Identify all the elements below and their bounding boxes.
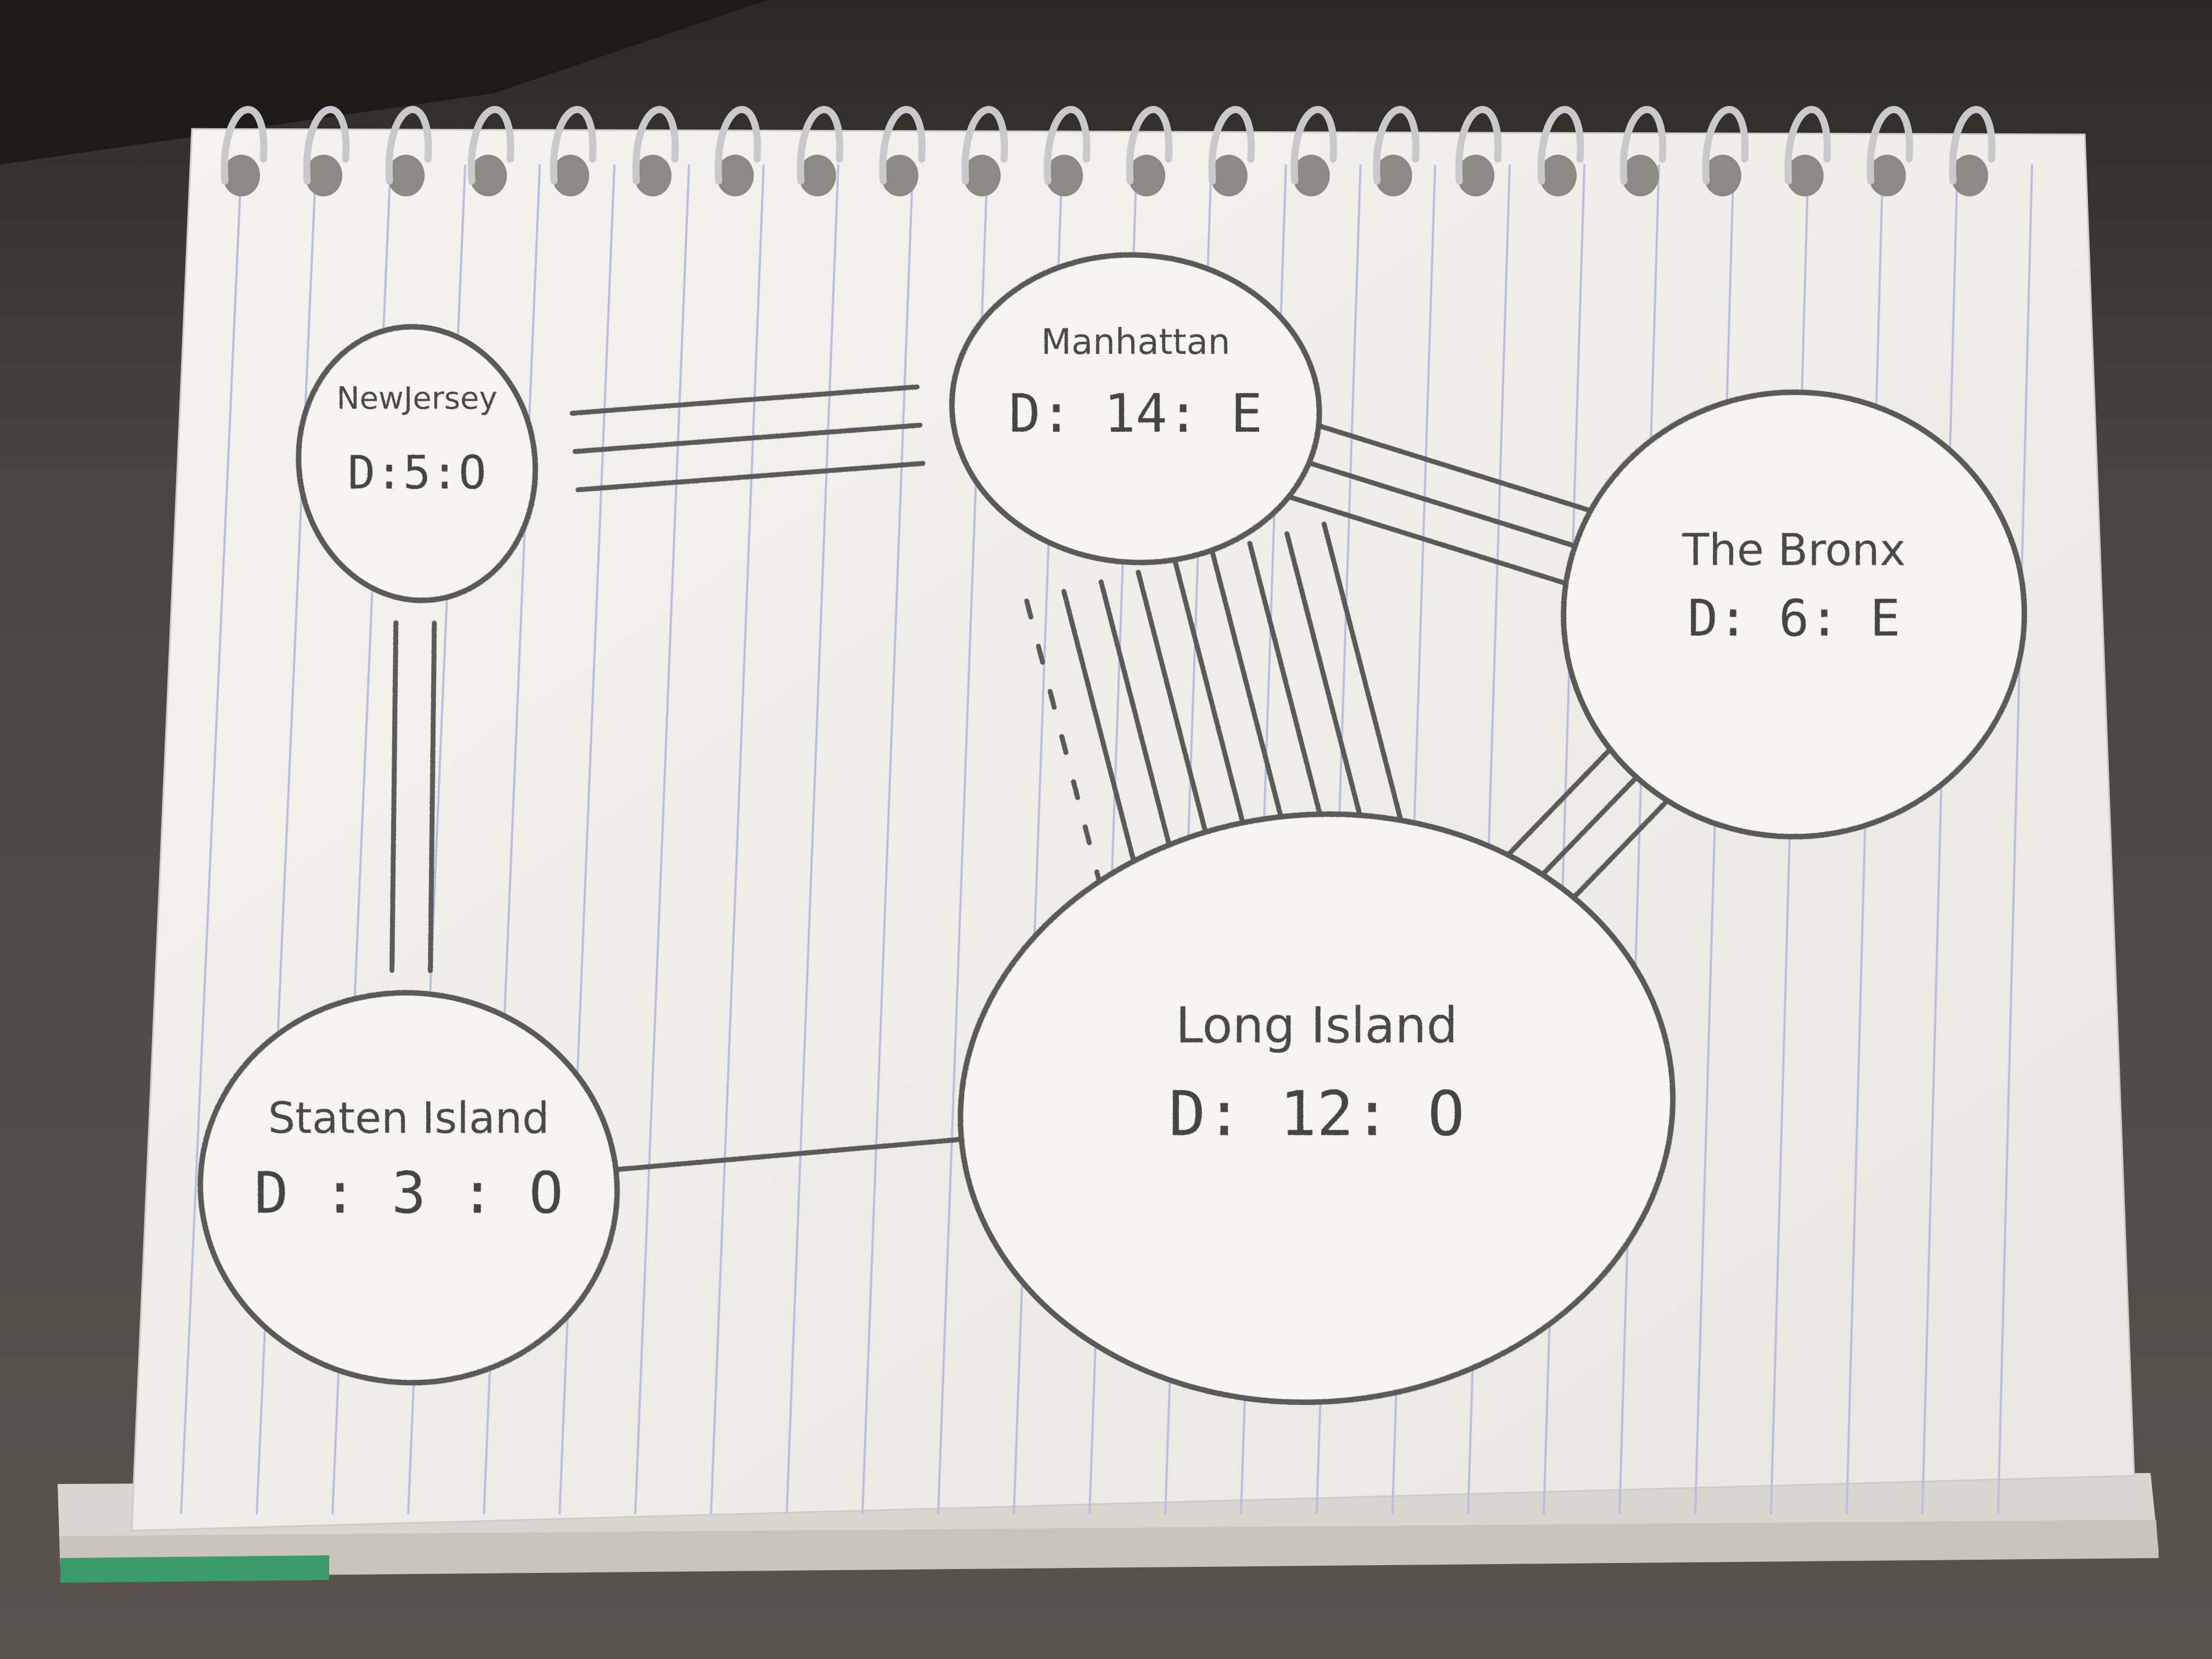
spiral-hole (1951, 155, 1988, 196)
node-label: The Bronx (1681, 524, 1905, 575)
rule-line (634, 164, 690, 1515)
node-label: Staten Island (268, 1094, 550, 1143)
node-code: D : 3 : O (254, 1160, 563, 1227)
node-circle (949, 252, 1322, 566)
notebook-cover (60, 1555, 329, 1583)
spiral-hole (1539, 155, 1577, 196)
spiral-ring (1043, 106, 1091, 185)
bridge-line-manhattan-the-bronx (1289, 415, 1611, 519)
spiral-hole (716, 155, 754, 196)
spiral-ring (961, 106, 1008, 185)
node-label: NewJersey (337, 381, 498, 416)
bridge-line-new-jersey-staten-island (427, 620, 437, 973)
rule-line (1694, 164, 1735, 1515)
spiral-ring (879, 106, 926, 185)
spiral-ring (632, 106, 679, 185)
spiral-hole (1046, 155, 1083, 196)
node-circle (198, 990, 620, 1386)
spiral-hole (470, 155, 507, 196)
spiral-ring (1702, 106, 1749, 185)
spiral-hole (305, 155, 342, 196)
node-circle (957, 811, 1676, 1405)
bridge-line-manhattan-the-bronx (1278, 452, 1599, 555)
spiral-ring (1949, 106, 1996, 185)
spiral-ring (1866, 106, 1914, 185)
bridge-line-new-jersey-staten-island (390, 620, 399, 973)
spiral-ring (797, 106, 844, 185)
spiral-ring (1455, 106, 1502, 185)
spiral-hole (1210, 155, 1248, 196)
spiral-ring (1537, 106, 1584, 185)
spiral-hole (634, 155, 672, 196)
bridge-line-manhattan-the-bronx (1266, 488, 1588, 592)
spiral-ring (303, 106, 350, 185)
rule-line (710, 164, 765, 1515)
node-code: D: 6: E (1688, 589, 1900, 648)
node-the-bronx: The Bronx D: 6: E (1561, 389, 2027, 840)
spiral-hole (1293, 155, 1330, 196)
spiral-hole (223, 155, 260, 196)
spiral-hole (1704, 155, 1741, 196)
spiral-ring (1784, 106, 1831, 185)
node-code: D: 12: O (1169, 1079, 1464, 1150)
rule-line (180, 164, 242, 1515)
bridge-line-manhattan-long-island (1322, 521, 1414, 862)
spiral-ring (221, 106, 268, 185)
spiral-ring (467, 106, 515, 185)
spiral-ring (1290, 106, 1338, 185)
spiral-hole (1128, 155, 1165, 196)
spiral-ring (1126, 106, 1173, 185)
spiral-ring (1373, 106, 1420, 185)
node-manhattan: Manhattan D: 14: E (949, 252, 1322, 566)
spiral-hole (552, 155, 589, 196)
spiral-hole (1457, 155, 1494, 196)
spiral-hole (1869, 155, 1906, 196)
spiral-ring (1208, 106, 1255, 185)
node-circle (296, 324, 538, 603)
spiral-hole (799, 155, 836, 196)
node-staten-island: Staten Island D : 3 : O (198, 990, 620, 1386)
bridge-line-new-jersey-manhattan (569, 384, 920, 416)
bridge-line-new-jersey-manhattan (575, 461, 926, 493)
spiral-hole (1786, 155, 1824, 196)
spiral-ring (1620, 106, 1667, 185)
rule-line (1921, 164, 1959, 1515)
spiral-hole (963, 155, 1001, 196)
node-circle (1561, 389, 2027, 840)
spiral-ring (385, 106, 432, 185)
spiral-binding (221, 106, 1996, 196)
spiral-ring (714, 106, 761, 185)
spiral-hole (1375, 155, 1412, 196)
rule-line (1997, 164, 2033, 1515)
rule-line (1846, 164, 1884, 1515)
node-label: Long Island (1176, 997, 1458, 1054)
spiral-ring (550, 106, 597, 185)
node-code: D:5:O (348, 446, 487, 500)
spiral-hole (387, 155, 425, 196)
spiral-hole (1622, 155, 1659, 196)
node-code: D: 14: E (1009, 383, 1262, 444)
node-label: Manhattan (1041, 322, 1231, 363)
keyboard-edge (0, 0, 768, 165)
rule-line (1618, 164, 1660, 1515)
spiral-hole (881, 155, 918, 196)
bridge-line-new-jersey-manhattan (572, 422, 923, 454)
node-long-island: Long Island D: 12: O (957, 811, 1676, 1405)
rule-line (786, 164, 839, 1515)
